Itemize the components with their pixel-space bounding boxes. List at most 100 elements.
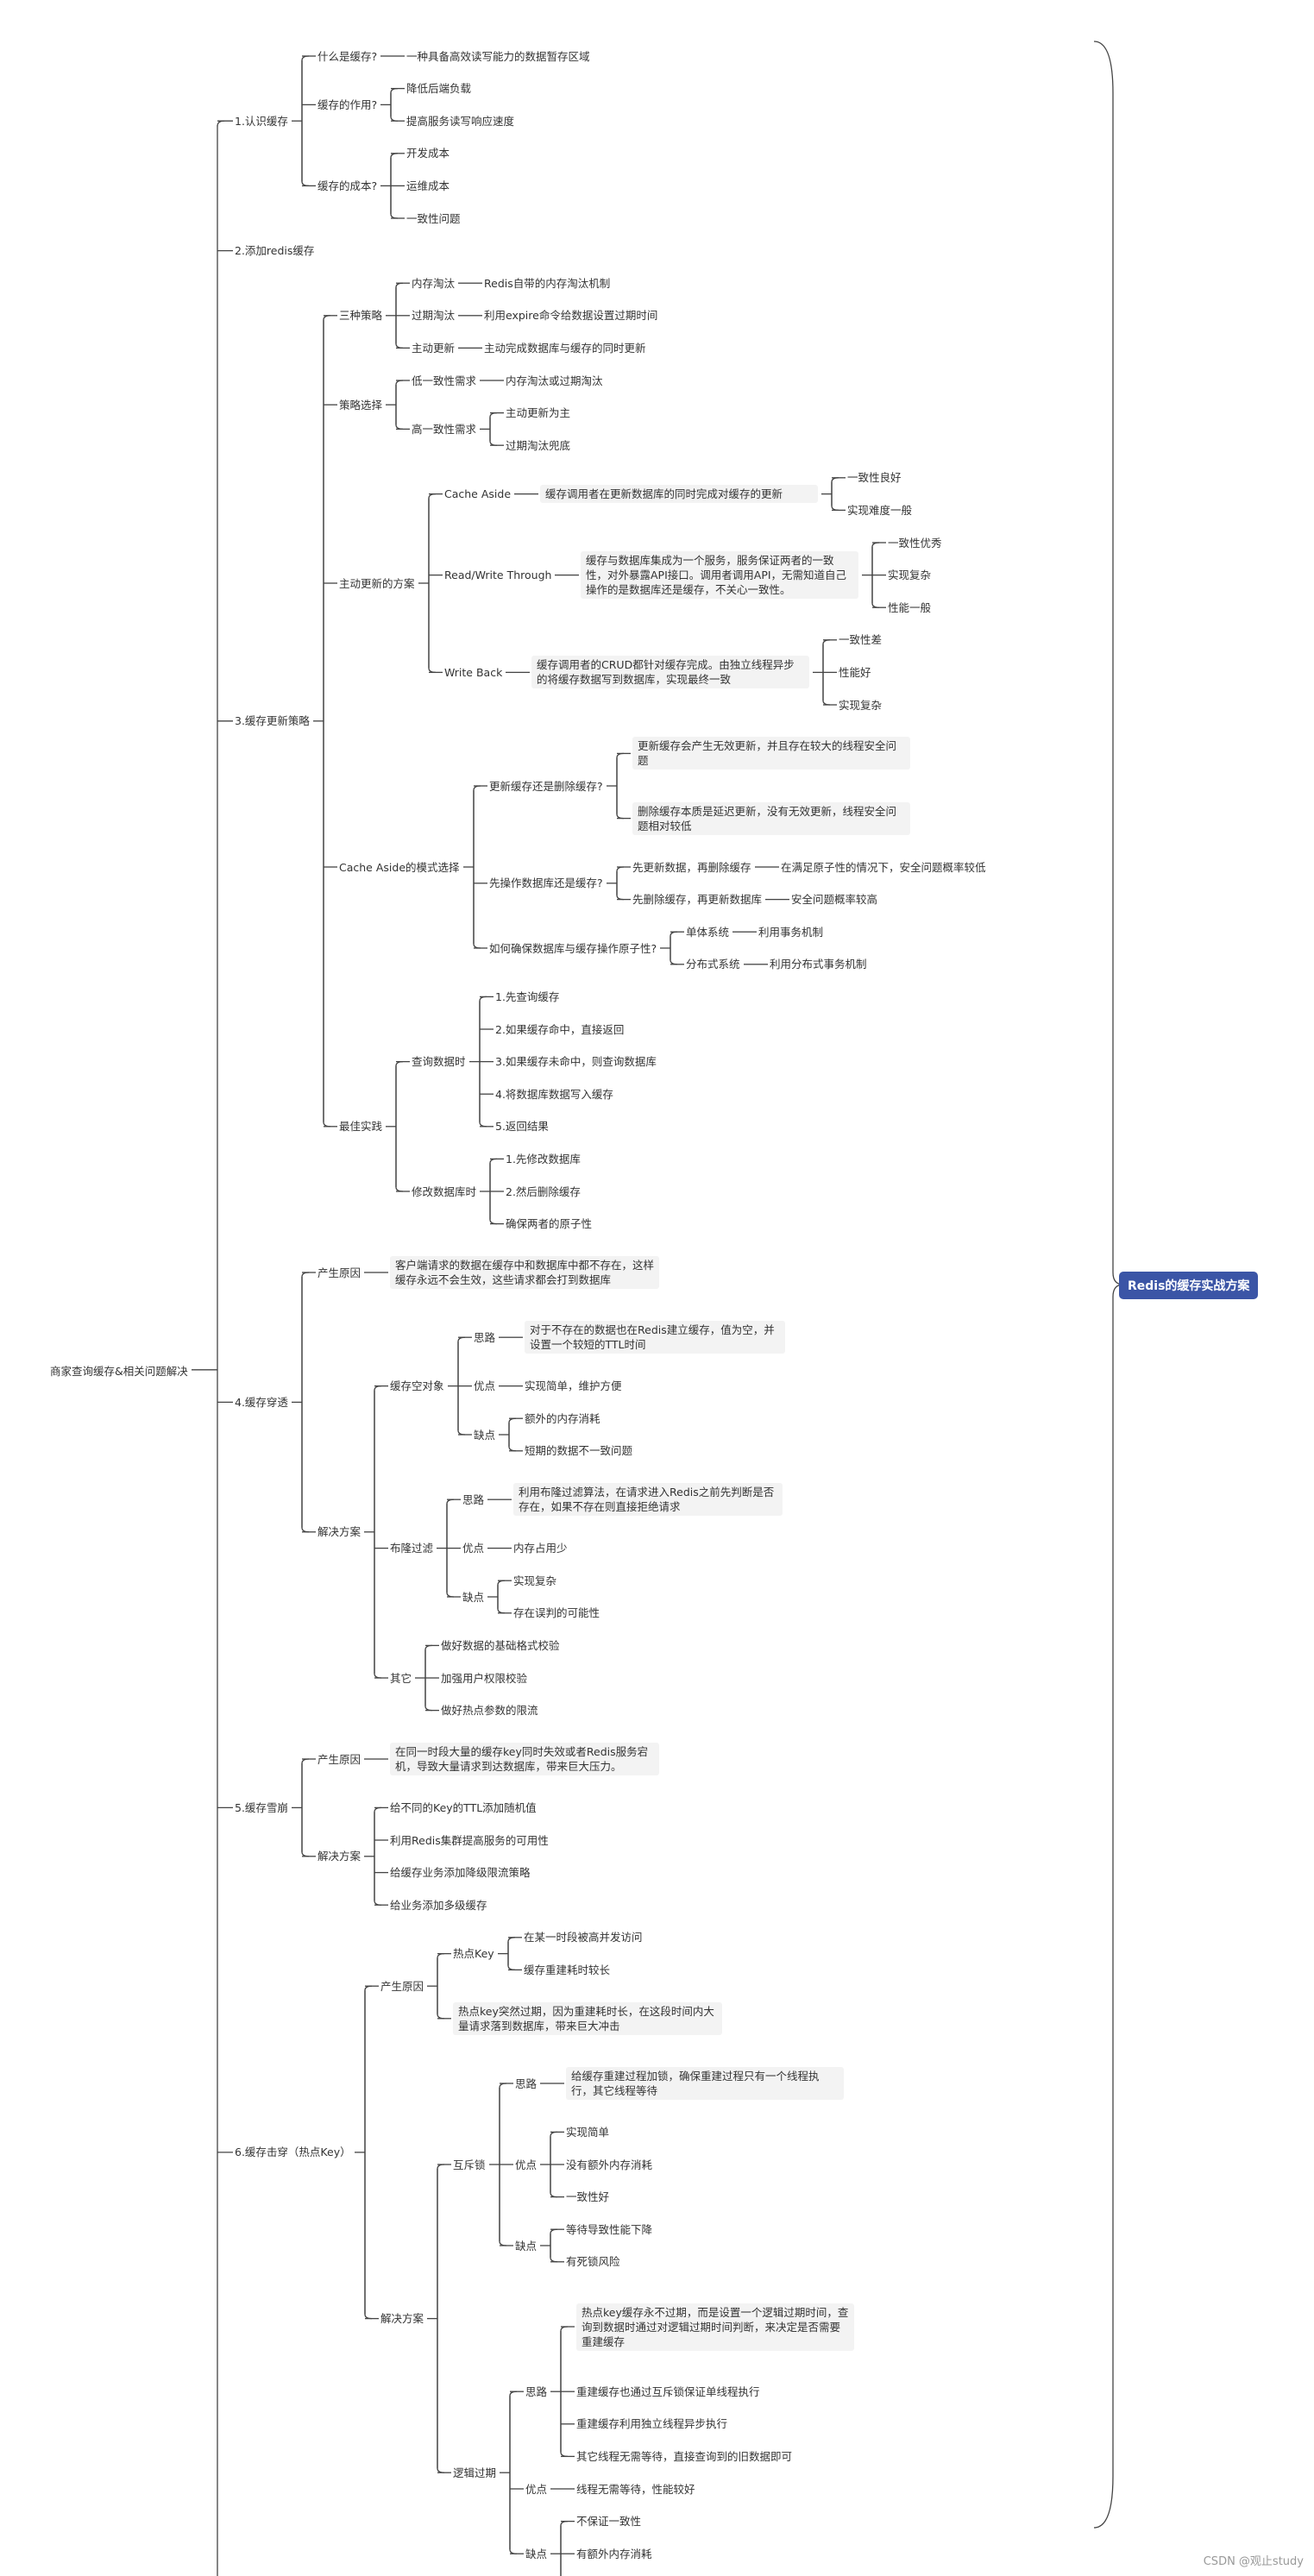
leaf-node: 内存淘汰或过期淘汰 [506, 374, 603, 387]
bracket [364, 1985, 373, 2320]
leaf-node: 确保两者的原子性 [506, 1217, 593, 1231]
leaf-node: 利用分布式事务机制 [770, 958, 867, 971]
leaf-node: 在某一时段被高并发访问 [524, 1931, 643, 1945]
branch-node: 查询数据时 [412, 1055, 466, 1069]
leaf-node: 利用expire命令给数据设置过期时间 [484, 309, 658, 323]
branch-node: 缺点 [525, 2547, 548, 2560]
branch-node: 其它 [390, 1671, 412, 1685]
leaf-node: 对于不存在的数据也在Redis建立缓存，值为空，并设置一个较短的TTL时间 [525, 1321, 785, 1354]
branch-node: 产生原因 [317, 1266, 362, 1279]
branch-node: 先删除缓存，再更新数据库 [632, 893, 763, 907]
leaf-node: 主动完成数据库与缓存的同时更新 [484, 341, 646, 355]
root-node: 商家查询缓存&相关问题解决 [50, 1364, 188, 1378]
leaf-node: 实现复杂 [839, 698, 883, 712]
leaf-node: 重建缓存利用独立线程异步执行 [576, 2417, 728, 2431]
branch-node: 互斥锁 [453, 2158, 486, 2171]
branch-node: 单体系统 [686, 925, 730, 939]
leaf-node: 删除缓存本质是延迟更新，没有无效更新，线程安全问题相对较低 [632, 801, 910, 835]
leaf-node: 重建缓存也通过互斥锁保证单线程执行 [576, 2384, 760, 2398]
leaf-node: 做好热点参数的限流 [441, 1704, 538, 1718]
leaf-node: 实现简单，维护方便 [525, 1379, 622, 1393]
leaf-node: 降低后端负载 [406, 82, 472, 96]
bracket [395, 1060, 404, 1192]
leaf-node: 存在误判的可能性 [513, 1606, 600, 1620]
branch-node: 思路 [515, 2077, 538, 2090]
leaf-node: 热点key缓存永不过期，而是设置一个逻辑过期时间，查询到数据时通过对逻辑过期时间… [576, 2303, 854, 2351]
leaf-node: 实现简单 [566, 2125, 610, 2139]
leaf-node: 提高服务读写响应速度 [406, 114, 515, 128]
bracket [550, 2228, 558, 2263]
branch-node: 优点 [525, 2482, 548, 2496]
leaf-node: 过期淘汰兜底 [506, 438, 571, 452]
bracket [509, 2391, 518, 2554]
leaf-node: 利用Redis集群提高服务的可用性 [390, 1833, 549, 1847]
branch-node: 缓存的成本? [317, 179, 378, 192]
branch-node: 优点 [474, 1379, 496, 1393]
branch-node: 如何确保数据库与缓存操作原子性? [489, 941, 657, 955]
branch-node: 先操作数据库还是缓存? [489, 876, 603, 890]
leaf-node: 实现难度一般 [847, 503, 913, 517]
leaf-node: 没有额外内存消耗 [566, 2158, 653, 2171]
branch-node: Cache Aside的模式选择 [339, 860, 460, 874]
leaf-node: 热点key突然过期，因为重建耗时长，在这段时间内大量请求落到数据库，带来巨大冲击 [453, 2001, 722, 2035]
leaf-node: 实现复杂 [513, 1574, 557, 1587]
branch-node: 优点 [462, 1542, 485, 1555]
bracket [670, 931, 678, 965]
branch-node: 解决方案 [317, 1850, 362, 1863]
leaf-node: 一致性问题 [406, 211, 461, 225]
bracket [437, 2164, 445, 2473]
leaf-node: 做好数据的基础格式校验 [441, 1638, 560, 1652]
bracket [831, 477, 839, 512]
branch-node: 三种策略 [339, 309, 383, 323]
branch-node: 主动更新的方案 [339, 576, 415, 590]
bracket [374, 1385, 382, 1679]
branch-node: 3.缓存更新策略 [235, 714, 310, 728]
leaf-node: 3.如果缓存未命中，则查询数据库 [495, 1055, 657, 1069]
bracket [301, 1758, 310, 1857]
branch-node: 更新缓存还是删除缓存? [489, 779, 603, 793]
bracket [497, 1580, 506, 1614]
leaf-node: 2.然后删除缓存 [506, 1184, 581, 1198]
branch-node: 过期淘汰 [412, 309, 456, 323]
branch-node: 优点 [515, 2158, 538, 2171]
bracket [301, 55, 310, 187]
branch-node: 逻辑过期 [453, 2466, 497, 2479]
branch-node: 低一致性需求 [412, 374, 477, 387]
leaf-node: 在满足原子性的情况下，安全问题概率较低 [781, 860, 986, 874]
branch-node: 缓存的作用? [317, 97, 378, 111]
branch-node: 缺点 [515, 2239, 538, 2252]
branch-node: 主动更新 [412, 341, 456, 355]
branch-node: 分布式系统 [686, 958, 740, 971]
bracket [395, 380, 404, 430]
branch-node: 解决方案 [380, 2312, 424, 2326]
leaf-node: 1.先查询缓存 [495, 990, 560, 1003]
branch-node: 什么是缓存? [317, 49, 378, 63]
leaf-node: 1.先修改数据库 [506, 1152, 581, 1165]
branch-node: 产生原因 [317, 1752, 362, 1766]
leaf-node: 给不同的Key的TTL添加随机值 [390, 1800, 537, 1814]
branch-node: 缓存与数据库集成为一个服务，服务保证两者的一致性，对外暴露API接口。调用者调用… [581, 551, 858, 600]
bracket [473, 785, 481, 949]
leaf-node: 4.将数据库数据写入缓存 [495, 1087, 613, 1101]
branch-node: 缺点 [474, 1428, 496, 1442]
leaf-node: 线程无需等待，性能较好 [576, 2482, 695, 2496]
branch-node: 内存淘汰 [412, 276, 456, 290]
branch-node: 最佳实践 [339, 1120, 383, 1134]
bracket [428, 493, 437, 674]
leaf-node: 给缓存重建过程加锁，确保重建过程只有一个线程执行，其它线程等待 [566, 2067, 844, 2100]
bracket [507, 1937, 516, 1971]
leaf-node: 一种具备高效读写能力的数据暂存区域 [406, 49, 590, 63]
bracket [616, 752, 625, 820]
branch-node: 缓存调用者的CRUD都针对缓存完成。由独立线程异步的将缓存数据写到数据库，实现最… [531, 656, 809, 689]
bracket [560, 2520, 569, 2576]
leaf-node: 给业务添加多级缓存 [390, 1898, 487, 1912]
leaf-node: 运维成本 [406, 179, 450, 192]
leaf-node: 性能一般 [888, 600, 932, 614]
leaf-node: 有死锁风险 [566, 2255, 620, 2269]
leaf-node: 一致性差 [839, 633, 883, 647]
bracket [323, 315, 331, 1128]
branch-node: 策略选择 [339, 398, 383, 412]
leaf-node: 等待导致性能下降 [566, 2222, 653, 2236]
leaf-node: 主动更新为主 [506, 406, 571, 420]
